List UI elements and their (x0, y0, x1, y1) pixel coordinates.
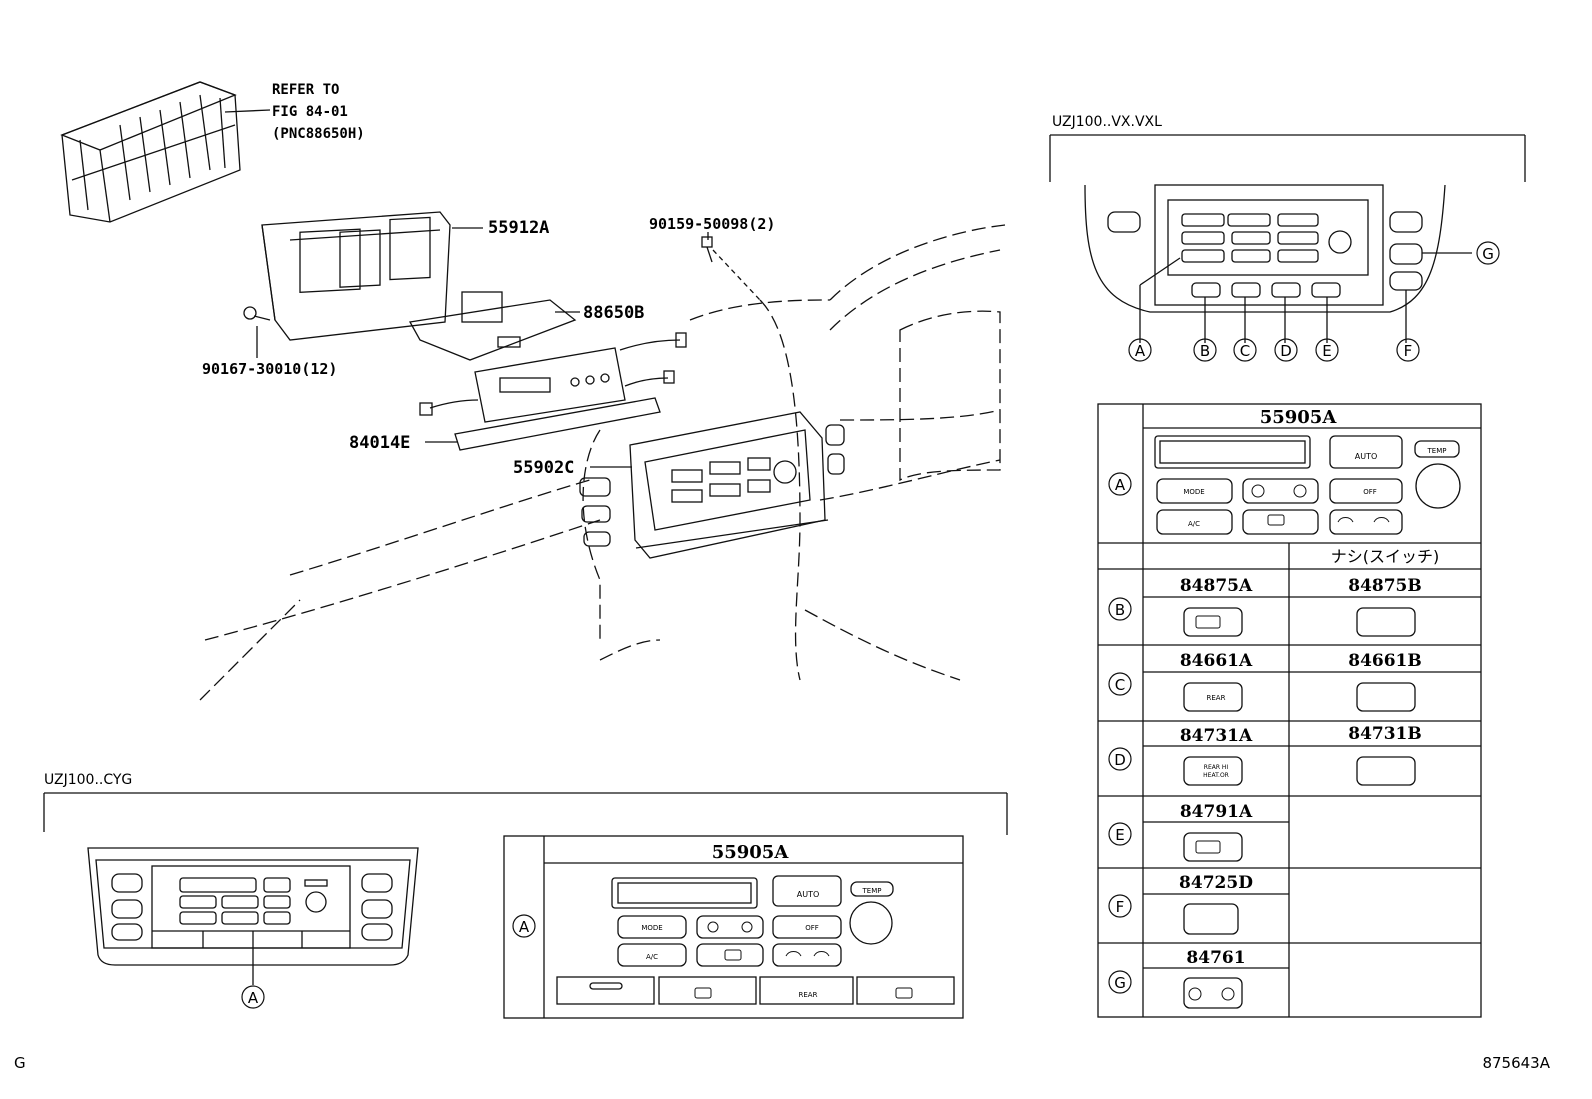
cyg-ac-label: A/C (646, 953, 658, 961)
cluster-55902c (590, 411, 829, 559)
cyg-rear-label: REAR (799, 991, 818, 999)
cyg-marker-a: A (248, 989, 259, 1007)
switch-rear-label: REAR (1207, 694, 1226, 702)
cyg-mode-label: MODE (641, 924, 662, 932)
lamp-board (419, 347, 675, 423)
right-switches (1183, 607, 1416, 1009)
vx-marker-c: C (1240, 342, 1250, 360)
right-temp-label: TEMP (1427, 447, 1447, 455)
board-88650b (408, 291, 687, 361)
part-84731b: 84731B (1348, 724, 1422, 744)
refer-note-line2: FIG 84-01 (272, 104, 348, 120)
screw-90159 (701, 232, 761, 301)
vx-console (1084, 184, 1472, 343)
right-off-label: OFF (1363, 488, 1377, 496)
right-row-marker-d: D (1114, 751, 1126, 769)
right-auto-label: AUTO (1355, 452, 1378, 461)
cyg-table-part: 55905A (712, 842, 790, 863)
switch-glyphs (694, 484, 1390, 1001)
right-row-marker-c: C (1115, 676, 1125, 694)
vx-panel-title: UZJ100..VX.VXL (1052, 114, 1162, 130)
cyg-table-marker-a: A (519, 918, 530, 936)
vx-marker-g: G (1482, 245, 1494, 263)
part-84725d: 84725D (1179, 873, 1253, 893)
reference-assembly (60, 81, 271, 223)
vx-markers (1128, 241, 1500, 362)
right-row-marker-f: F (1116, 898, 1125, 916)
refer-note-line1: REFER TO (272, 82, 339, 98)
vx-panel-frame (1049, 134, 1526, 182)
vx-marker-b: B (1200, 342, 1210, 360)
dashboard-outline (199, 224, 1006, 701)
part-84661a: 84661A (1180, 651, 1253, 671)
right-head-unit (1154, 435, 1461, 535)
right-table-no-switch: ナシ(スイッチ) (1331, 547, 1440, 566)
part-84661b: 84661B (1348, 651, 1422, 671)
part-84761: 84761 (1186, 948, 1245, 968)
cyg-head-unit (556, 875, 955, 1005)
vx-marker-e: E (1322, 342, 1331, 360)
right-row-marker-circles (1108, 597, 1132, 994)
callout-55912a: 55912A (488, 218, 549, 238)
cyg-off-label: OFF (805, 924, 819, 932)
vent-outlines (579, 424, 845, 547)
right-row-marker-g: G (1114, 974, 1126, 992)
cyg-auto-label: AUTO (797, 890, 820, 899)
switch-rear-hi-label: REAR HI (1204, 764, 1229, 771)
right-mode-label: MODE (1183, 488, 1204, 496)
right-table-marker-a: A (1115, 476, 1126, 494)
right-table-top-part: 55905A (1260, 407, 1338, 428)
refer-note-line3: (PNC88650H) (272, 126, 365, 142)
cyg-console (87, 847, 419, 985)
vx-marker-d: D (1280, 342, 1292, 360)
right-table-grid (1097, 403, 1482, 1018)
part-84791a: 84791A (1180, 802, 1253, 822)
cyg-panel-frame (43, 792, 1008, 835)
cyg-panel-title: UZJ100..CYG (44, 772, 132, 788)
callout-84014e: 84014E (349, 433, 410, 453)
footer-right: 875643A (1482, 1054, 1550, 1072)
part-84875b: 84875B (1348, 576, 1422, 596)
plate-84014e (425, 397, 661, 451)
right-row-marker-e: E (1115, 826, 1124, 844)
part-84875a: 84875A (1180, 576, 1253, 596)
callout-90167: 90167-30010(12) (202, 360, 337, 378)
vx-marker-f: F (1404, 342, 1413, 360)
right-ac-label: A/C (1188, 520, 1200, 528)
footer-left: G (14, 1054, 26, 1072)
right-row-marker-b: B (1115, 601, 1125, 619)
callout-88650b: 88650B (583, 303, 644, 323)
screw-90167 (243, 306, 271, 358)
vx-marker-a: A (1135, 342, 1146, 360)
callout-55902c: 55902C (513, 458, 574, 478)
cyg-temp-label: TEMP (862, 887, 882, 895)
callout-90159: 90159-50098(2) (649, 215, 775, 233)
switch-heat-label: HEAT.OR (1203, 772, 1229, 779)
cyg-table-grid (503, 835, 964, 1019)
part-84731a: 84731A (1180, 726, 1253, 746)
bracket-55912a (261, 211, 483, 341)
